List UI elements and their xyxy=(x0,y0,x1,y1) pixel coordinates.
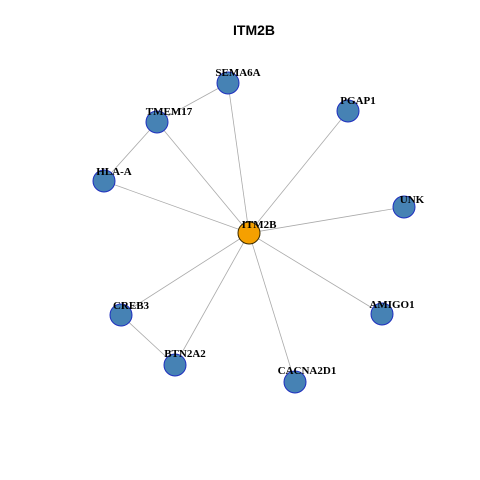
node-label-cacna2d1: CACNA2D1 xyxy=(278,365,337,377)
edge-itm2b-btn2a2 xyxy=(174,232,250,366)
node-tmem17 xyxy=(145,110,169,134)
edge-sema6a-tmem17 xyxy=(156,82,229,123)
node-pgap1 xyxy=(336,99,360,123)
node-label-sema6a: SEMA6A xyxy=(215,67,260,79)
edge-itm2b-amigo1 xyxy=(248,232,383,315)
node-amigo1 xyxy=(370,302,394,326)
diagram-title: ITM2B xyxy=(233,22,275,38)
edge-itm2b-cacna2d1 xyxy=(248,232,296,383)
edge-creb3-btn2a2 xyxy=(120,314,176,366)
edge-itm2b-creb3 xyxy=(120,232,250,316)
node-label-pgap1: PGAP1 xyxy=(340,95,375,107)
node-btn2a2 xyxy=(163,353,187,377)
node-creb3 xyxy=(109,303,133,327)
edge-itm2b-tmem17 xyxy=(156,121,250,234)
node-label-amigo1: AMIGO1 xyxy=(369,299,414,311)
node-sema6a xyxy=(216,71,240,95)
node-itm2b xyxy=(237,221,261,245)
nodes-layer xyxy=(92,71,416,394)
edge-itm2b-sema6a xyxy=(227,82,250,234)
node-label-unk: UNK xyxy=(400,194,425,206)
node-hla-a xyxy=(92,169,116,193)
edge-itm2b-hla-a xyxy=(103,180,250,234)
edge-itm2b-pgap1 xyxy=(248,110,349,234)
node-label-itm2b: ITM2B xyxy=(242,219,278,231)
node-label-hla-a: HLA-A xyxy=(96,166,132,178)
node-label-creb3: CREB3 xyxy=(113,300,150,312)
node-cacna2d1 xyxy=(283,370,307,394)
edges-layer xyxy=(103,82,405,383)
node-unk xyxy=(392,195,416,219)
edge-tmem17-hla-a xyxy=(103,121,158,182)
node-label-btn2a2: BTN2A2 xyxy=(164,348,206,360)
node-label-tmem17: TMEM17 xyxy=(146,106,193,118)
edge-itm2b-unk xyxy=(248,206,405,234)
